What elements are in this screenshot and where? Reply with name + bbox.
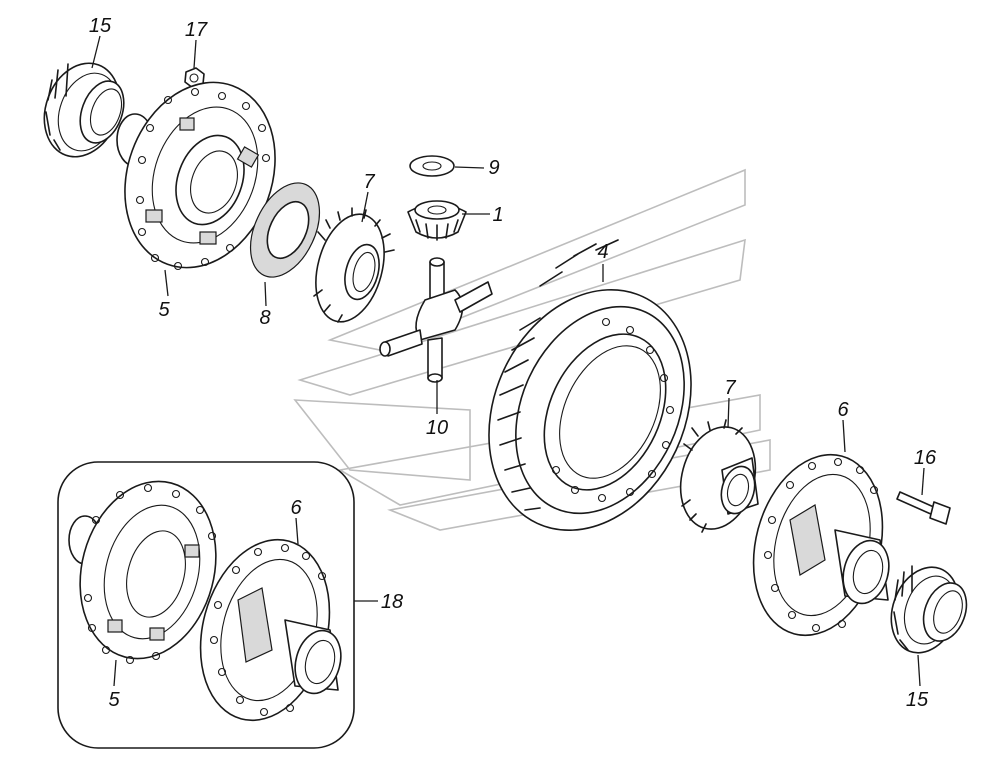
nut bbox=[184, 67, 205, 89]
pinion-washer bbox=[409, 155, 455, 177]
callout-6-kit: 6 bbox=[290, 497, 302, 519]
callout-18: 18 bbox=[381, 591, 403, 613]
differential-pinion-gear bbox=[407, 200, 467, 241]
callout-4: 4 bbox=[597, 241, 608, 263]
callout-10: 10 bbox=[426, 417, 448, 439]
differential-case-half-top bbox=[116, 81, 276, 271]
leader-lines bbox=[91, 35, 925, 687]
callout-8: 8 bbox=[259, 307, 270, 329]
callout-5-top: 5 bbox=[158, 299, 170, 321]
callouts: 15 17 9 7 1 5 8 4 10 7 6 16 6 18 5 15 bbox=[89, 15, 937, 711]
bolt bbox=[896, 491, 951, 525]
callout-17: 17 bbox=[185, 19, 208, 41]
callout-7-right: 7 bbox=[724, 377, 736, 399]
side-gear-right bbox=[679, 419, 759, 533]
callout-7-top: 7 bbox=[363, 171, 375, 193]
differential-case-half-right bbox=[752, 453, 890, 637]
differential-spider bbox=[379, 257, 493, 383]
callout-9: 9 bbox=[488, 157, 499, 179]
side-gear-top bbox=[313, 207, 395, 323]
thrust-washer bbox=[249, 182, 321, 278]
callout-15-top: 15 bbox=[89, 15, 112, 37]
callout-16: 16 bbox=[914, 447, 937, 469]
ring-gear bbox=[488, 239, 692, 531]
tapered-roller-bearing-top bbox=[43, 62, 125, 158]
tapered-roller-bearing-bottom bbox=[890, 565, 968, 654]
callout-15-bottom: 15 bbox=[906, 689, 929, 711]
callout-6-right: 6 bbox=[837, 399, 849, 421]
callout-5-kit: 5 bbox=[108, 689, 120, 711]
case-assembly-kit bbox=[57, 461, 355, 749]
callout-1: 1 bbox=[492, 204, 503, 226]
